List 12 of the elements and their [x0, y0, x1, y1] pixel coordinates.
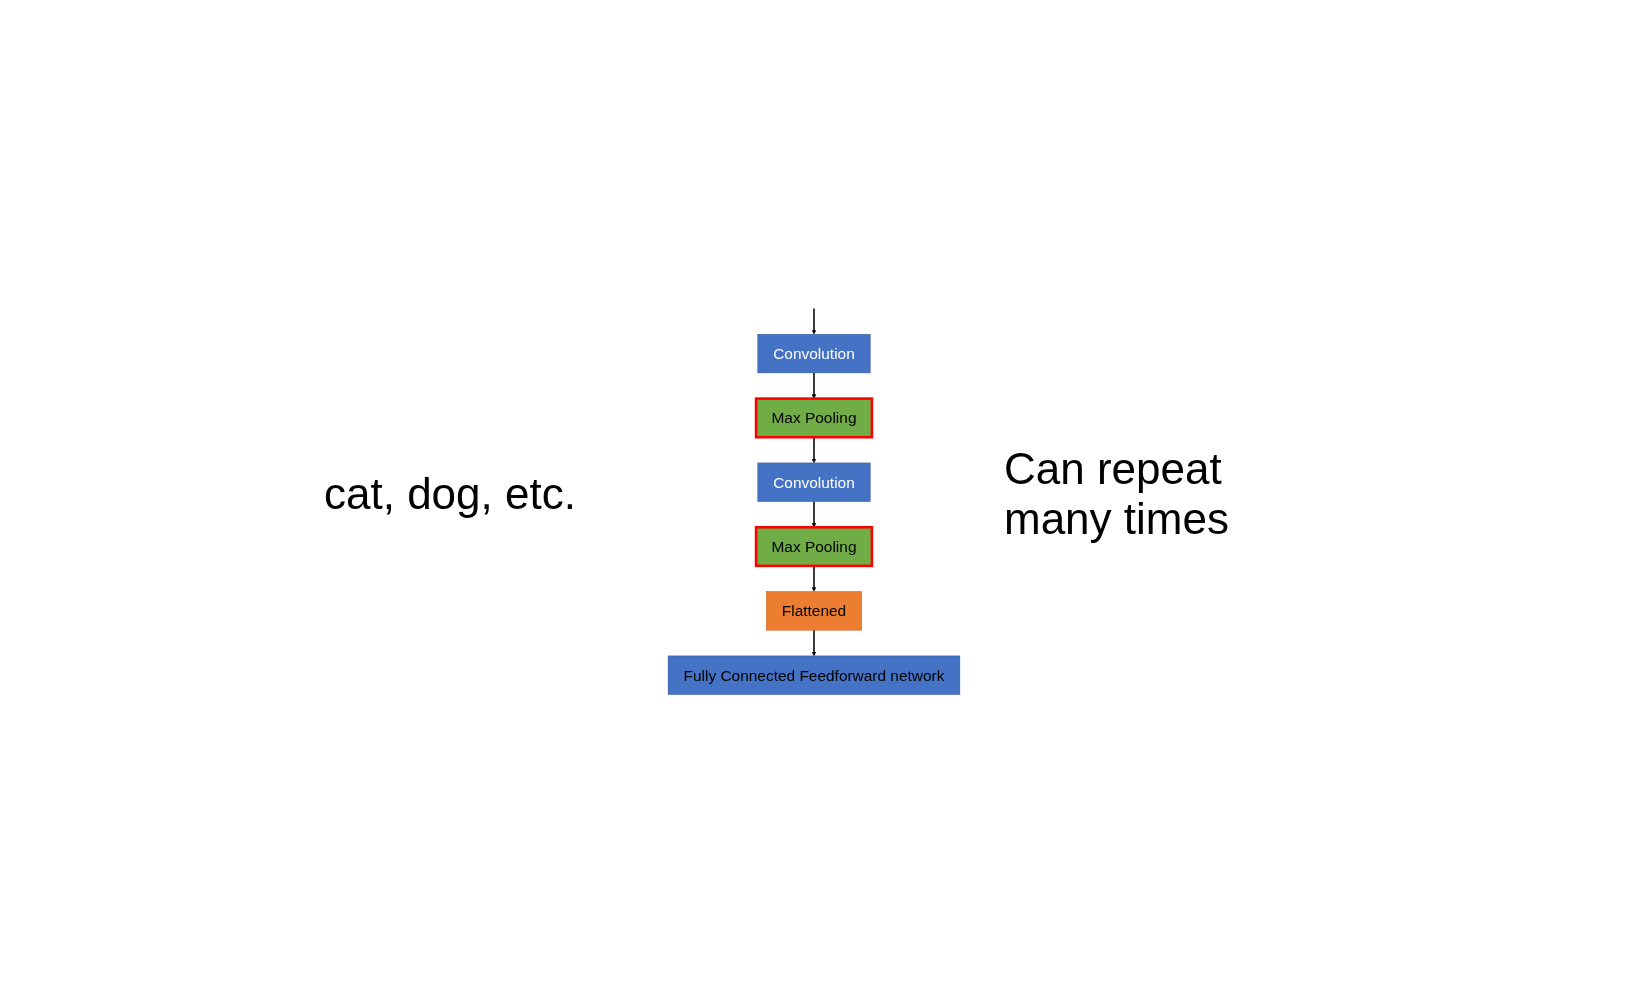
- node-box: Max Pooling: [754, 526, 874, 568]
- node-box: Flattened: [766, 591, 862, 631]
- node-box: Fully Connected Feedforward network: [667, 655, 961, 695]
- arrow: [811, 500, 817, 528]
- arrow: [811, 372, 817, 399]
- repeat-note: Can repeat many times: [1004, 444, 1230, 544]
- arrow: [811, 307, 817, 335]
- node-box: Convolution: [757, 462, 871, 502]
- node-box: Max Pooling: [754, 397, 874, 439]
- node-box: Convolution: [757, 334, 871, 374]
- arrow: [811, 629, 817, 657]
- output-classes-label: cat, dog, etc.: [324, 469, 577, 519]
